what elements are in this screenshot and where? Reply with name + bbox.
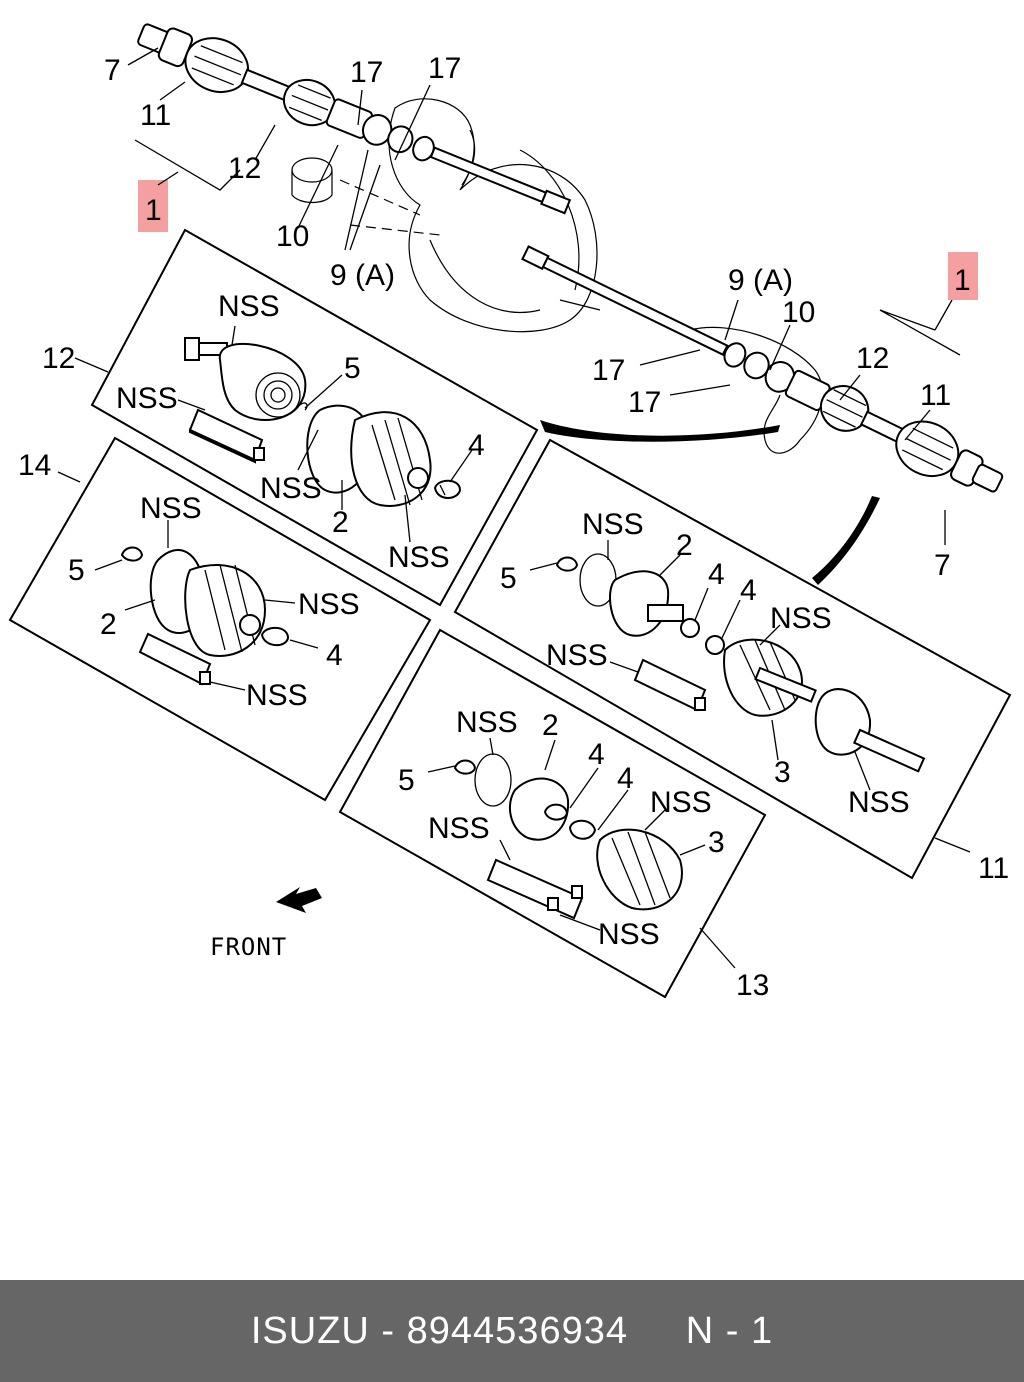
box-13-nss-4: NSS: [598, 918, 660, 951]
callout-10-top: 10: [276, 220, 309, 253]
left-drive-shaft: [137, 23, 572, 215]
callout-leaders-top: [127, 47, 961, 545]
callout-12-top: 12: [228, 152, 261, 185]
kit-box-12: [74, 228, 539, 607]
right-drive-shaft: [521, 245, 1004, 493]
spacer: [628, 1310, 686, 1353]
box-11-label: 11: [978, 852, 1009, 885]
kit-box-11: [453, 438, 1012, 880]
callout-7-top: 7: [104, 54, 121, 87]
box-12-4: 4: [468, 429, 485, 462]
box-13-3: 3: [708, 826, 725, 859]
box-12-2: 2: [332, 506, 349, 539]
box-11-nss-4: NSS: [848, 786, 910, 819]
front-label: FRONT: [210, 933, 287, 961]
callout-7-right: 7: [934, 549, 951, 582]
diagram-position: N - 1: [685, 1309, 774, 1352]
callout-17-d: 17: [628, 386, 661, 419]
separator: -: [369, 1309, 407, 1352]
part-info-footer: ISUZU - 8944536934 N - 1: [0, 1280, 1024, 1382]
callout-9a-right: 9 (A): [728, 264, 793, 297]
box-14-label: 14: [18, 449, 51, 482]
highlight-right: [948, 252, 978, 300]
callout-17-a: 17: [350, 56, 383, 89]
box-12-nss-4: NSS: [388, 541, 450, 574]
part-number: 8944536934: [406, 1309, 628, 1352]
box-13-nss-2: NSS: [650, 786, 712, 819]
callout-11-top: 11: [140, 99, 171, 132]
box-14-5: 5: [68, 554, 85, 587]
callout-17-c: 17: [592, 354, 625, 387]
pointer-wedge-left: [540, 420, 780, 442]
pointer-wedge-right: [812, 496, 880, 585]
box-11-nss-3: NSS: [546, 639, 608, 672]
box-12-nss-2: NSS: [116, 382, 178, 415]
highlight-left: [138, 180, 168, 232]
box-11-5: 5: [500, 562, 517, 595]
box-11-nss-2: NSS: [770, 602, 832, 635]
box-11-3: 3: [774, 756, 791, 789]
box-13-nss-1: NSS: [456, 706, 518, 739]
box-14-nss-1: NSS: [140, 492, 202, 525]
box-12-nss-3: NSS: [260, 472, 322, 505]
box-13-5: 5: [398, 764, 415, 797]
front-direction-arrow: [276, 887, 322, 913]
box-11-2: 2: [676, 529, 693, 562]
callout-10-right: 10: [782, 296, 815, 329]
box-14-nss-3: NSS: [246, 679, 308, 712]
box-12-nss-1: NSS: [218, 290, 280, 323]
callout-12-right: 12: [856, 342, 889, 375]
box-14-2: 2: [100, 608, 117, 641]
callout-1-right: 1: [954, 264, 971, 297]
callout-9a-top: 9 (A): [330, 259, 395, 292]
callout-1-left: 1: [145, 194, 162, 227]
box-14-4: 4: [326, 639, 343, 672]
box-13-4a: 4: [588, 738, 605, 771]
box-11-nss-1: NSS: [582, 508, 644, 541]
callout-17-b: 17: [428, 52, 461, 85]
box-11-4b: 4: [740, 574, 757, 607]
kit-box-14: [8, 436, 432, 802]
box-12-label: 12: [42, 342, 75, 375]
callout-11-right: 11: [920, 379, 951, 412]
box-13-2: 2: [542, 709, 559, 742]
box-13-label: 13: [736, 969, 769, 1002]
box-12-5: 5: [344, 352, 361, 385]
box-13-4b: 4: [617, 762, 634, 795]
brand-name: ISUZU: [250, 1309, 370, 1352]
kit-box-13: [338, 628, 767, 999]
box-11-4a: 4: [708, 558, 725, 591]
box-13-nss-3: NSS: [428, 812, 490, 845]
box-14-nss-2: NSS: [298, 588, 360, 621]
exploded-parts-diagram: 7 11 12 1 10 17 17 9 (A) 9 (A) 1 10 17 1…: [8, 23, 1012, 1002]
